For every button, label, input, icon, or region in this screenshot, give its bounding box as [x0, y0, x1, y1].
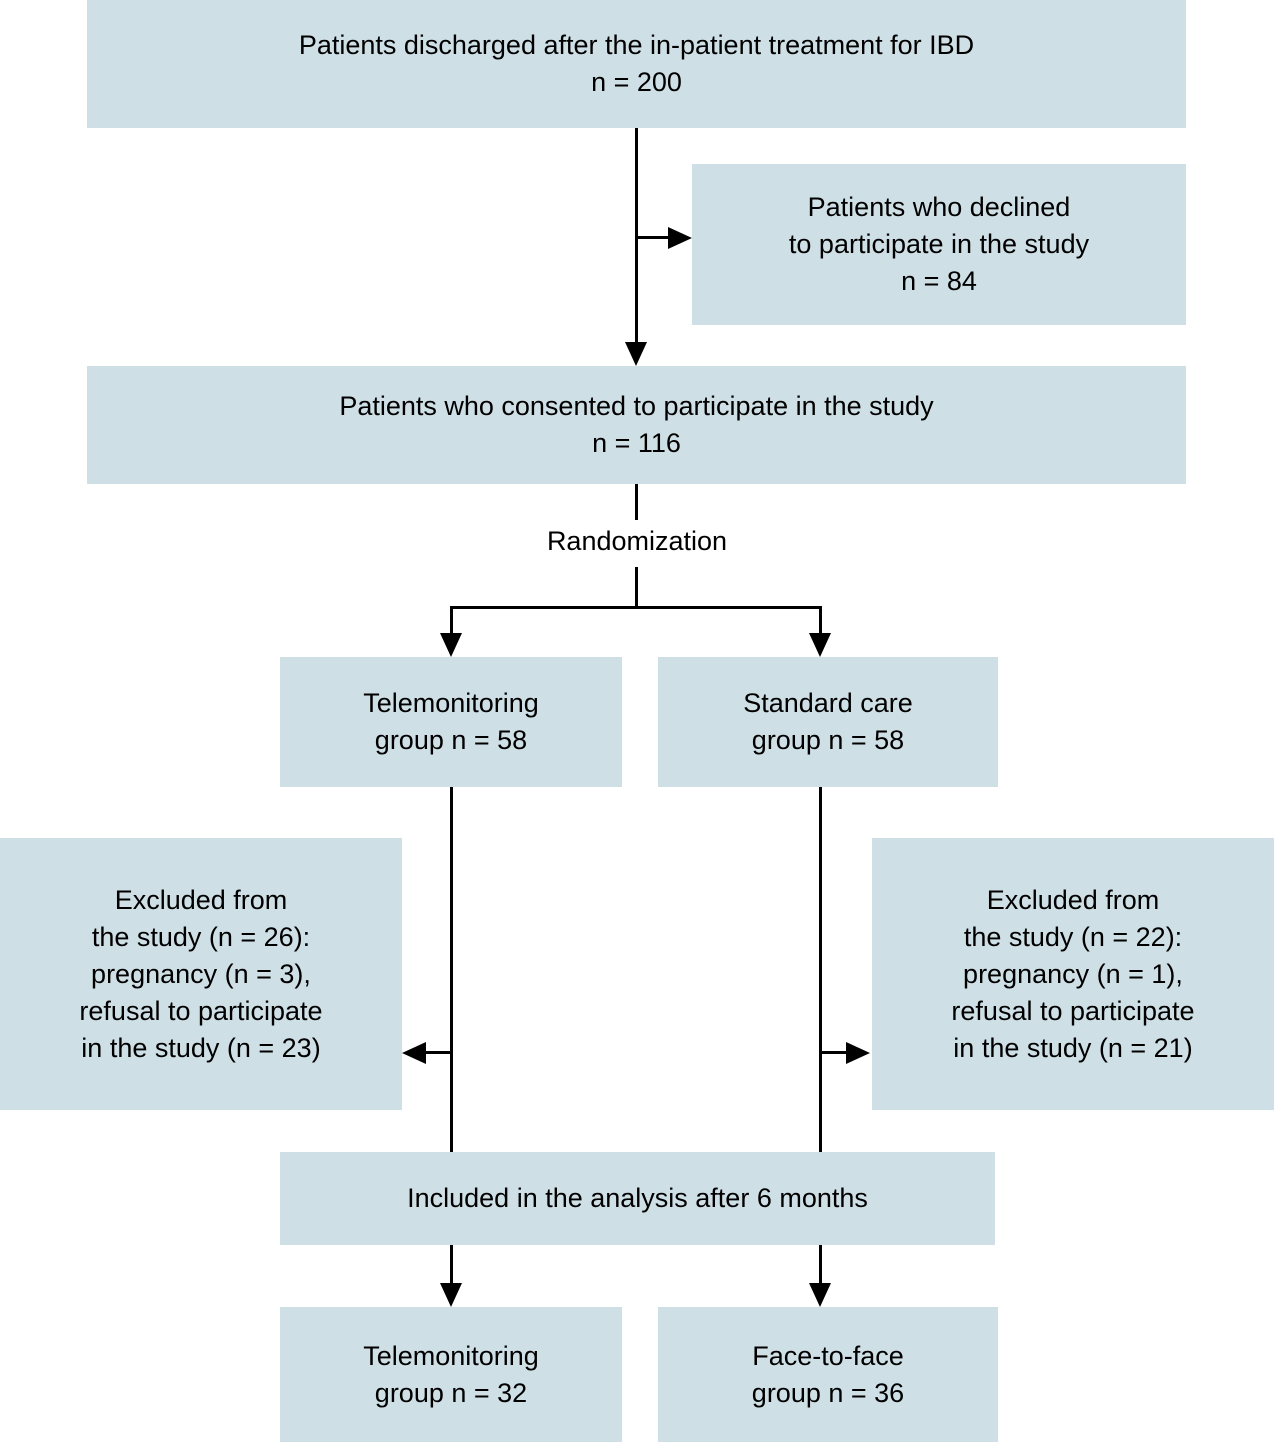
arrowhead-discharged-to-declined [668, 227, 692, 249]
node-excluded-left-line-1: Excluded from [114, 884, 288, 915]
node-included-analysis-line-1: Included in the analysis after 6 months [407, 1183, 868, 1213]
connector-included-to-face-to-face-final [819, 1245, 822, 1285]
connector-standard-care-to-included [819, 787, 822, 1152]
node-telemonitoring-group: Telemonitoring group n = 58 [280, 657, 622, 787]
arrowhead-standard-care-to-excluded-right [846, 1042, 870, 1064]
connector-telemonitoring-to-excluded-left [425, 1051, 452, 1054]
node-excluded-left: Excluded from the study (n = 26): pregna… [0, 838, 402, 1110]
arrowhead-discharged-to-consented [625, 342, 647, 366]
connector-standard-care-to-excluded-right [820, 1051, 847, 1054]
arrowhead-included-to-face-to-face-final [809, 1283, 831, 1307]
node-excluded-right-line-3: pregnancy (n = 1), [963, 958, 1183, 989]
node-excluded-left-line-3: pregnancy (n = 3), [91, 958, 311, 989]
node-standard-care-group: Standard care group n = 58 [658, 657, 998, 787]
connector-split-to-standard-care [819, 606, 822, 635]
node-standard-care-group-line-2: group n = 58 [751, 725, 905, 755]
node-patients-declined-line-2: to participate in the study [788, 229, 1090, 259]
arrowhead-split-to-telemonitoring [440, 633, 462, 657]
node-patients-discharged-line-1: Patients discharged after the in-patient… [298, 30, 975, 60]
connector-split-to-telemonitoring [450, 606, 453, 635]
label-randomization: Randomization [546, 526, 728, 556]
arrowhead-telemonitoring-to-excluded-left [402, 1042, 426, 1064]
connector-discharged-to-declined [637, 236, 679, 239]
connector-discharged-to-consented [635, 128, 638, 343]
node-excluded-left-line-2: the study (n = 26): [91, 921, 311, 952]
node-excluded-right-line-4: refusal to participate [951, 995, 1195, 1026]
node-telemonitoring-group-line-1: Telemonitoring [363, 688, 539, 718]
node-excluded-right-line-5: in the study (n = 21) [953, 1032, 1193, 1063]
arrowhead-included-to-telemonitoring-final [440, 1283, 462, 1307]
node-patients-consented-line-2: n = 116 [592, 428, 681, 458]
node-excluded-right: Excluded from the study (n = 22): pregna… [872, 838, 1274, 1110]
node-face-to-face-final: Face-to-face group n = 36 [658, 1307, 998, 1442]
node-telemonitoring-final-line-2: group n = 32 [374, 1377, 528, 1408]
node-standard-care-group-line-1: Standard care [743, 688, 913, 718]
node-excluded-right-line-2: the study (n = 22): [963, 921, 1183, 952]
node-included-analysis: Included in the analysis after 6 months [280, 1152, 995, 1245]
node-telemonitoring-group-line-2: group n = 58 [374, 725, 528, 755]
connector-consented-to-randomization [635, 484, 638, 520]
node-face-to-face-final-line-1: Face-to-face [752, 1340, 904, 1371]
connector-telemonitoring-to-included [450, 787, 453, 1152]
connector-randomization-split-bar [450, 606, 822, 609]
node-excluded-left-line-4: refusal to participate [79, 995, 323, 1026]
node-telemonitoring-final-line-1: Telemonitoring [363, 1340, 539, 1371]
node-patients-declined: Patients who declined to participate in … [692, 164, 1186, 325]
connector-included-to-telemonitoring-final [450, 1245, 453, 1285]
node-patients-declined-line-3: n = 84 [901, 266, 977, 296]
node-face-to-face-final-line-2: group n = 36 [751, 1377, 905, 1408]
node-patients-consented: Patients who consented to participate in… [87, 366, 1186, 484]
connector-randomization-stem [635, 567, 638, 609]
node-excluded-right-line-1: Excluded from [986, 884, 1160, 915]
node-telemonitoring-final: Telemonitoring group n = 32 [280, 1307, 622, 1442]
arrowhead-split-to-standard-care [809, 633, 831, 657]
node-excluded-left-line-5: in the study (n = 23) [81, 1032, 321, 1063]
node-patients-discharged-line-2: n = 200 [591, 67, 682, 97]
node-patients-discharged: Patients discharged after the in-patient… [87, 0, 1186, 128]
node-patients-declined-line-1: Patients who declined [807, 192, 1071, 222]
node-patients-consented-line-1: Patients who consented to participate in… [339, 391, 934, 421]
